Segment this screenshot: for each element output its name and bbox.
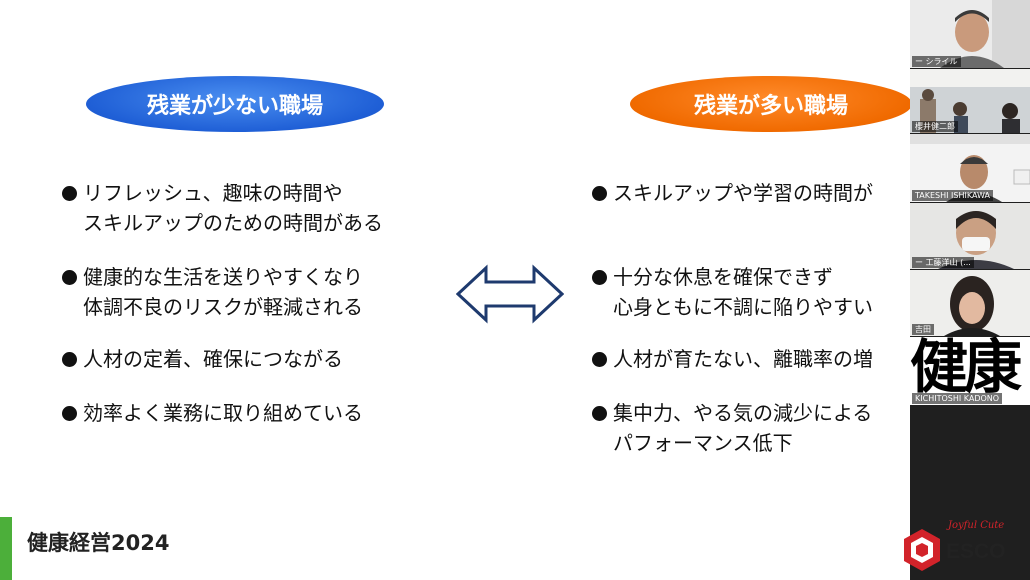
- bullet-dot-icon: [592, 270, 607, 285]
- participant-name: ー 工藤洋山 (...: [912, 257, 974, 268]
- presentation-slide: 残業が少ない職場 残業が多い職場 リフレッシュ、趣味の時間や スキルアップのため…: [0, 0, 912, 580]
- participant-tile[interactable]: TAKESHI ISHIKAWA: [910, 134, 1030, 202]
- high-overtime-header: 残業が多い職場: [630, 76, 912, 132]
- bullet-dot-icon: [592, 406, 607, 421]
- list-item: 集中力、やる気の減少による パフォーマンス低下: [592, 398, 872, 458]
- participant-tile[interactable]: ー 工藤洋山 (...: [910, 203, 1030, 269]
- participant-name: TAKESHI ISHIKAWA: [912, 190, 993, 201]
- list-item: スキルアップや学習の時間が: [592, 178, 873, 208]
- participant-name: KICHITOSHI KADONO: [912, 393, 1003, 404]
- svg-text:Joyful Cute: Joyful Cute: [946, 520, 1004, 531]
- participant-tile[interactable]: 櫻井健二郎: [910, 69, 1030, 133]
- footer-title: 健康経営2024: [27, 531, 170, 555]
- video-participants-strip: ー シライル 櫻井健二郎 TAKESHI ISHIKAWA: [910, 0, 1030, 410]
- participant-tile[interactable]: KICHITOSHI KADONO: [910, 337, 1030, 405]
- participant-tile[interactable]: 吉田: [910, 270, 1030, 336]
- cube-logo-icon: [904, 529, 940, 571]
- participant-name: 櫻井健二郎: [912, 121, 958, 132]
- footer-accent-bar: [0, 517, 12, 580]
- list-item: 人材の定着、確保につながる: [62, 344, 343, 374]
- list-item: 人材が育たない、離職率の増: [592, 344, 873, 374]
- list-item: 効率よく業務に取り組めている: [62, 398, 363, 428]
- bullet-dot-icon: [62, 186, 77, 201]
- bullet-dot-icon: [592, 186, 607, 201]
- bullet-dot-icon: [62, 270, 77, 285]
- esco-logo: Joyful Cute ESCO: [904, 520, 1006, 571]
- svg-text:ESCO: ESCO: [946, 540, 1006, 563]
- list-item: 健康的な生活を送りやすくなり 体調不良のリスクが軽減される: [62, 262, 363, 322]
- bullet-dot-icon: [62, 352, 77, 367]
- bullet-dot-icon: [592, 352, 607, 367]
- participant-name: 吉田: [912, 324, 934, 335]
- participant-tile[interactable]: ー シライル: [910, 0, 1030, 68]
- bullet-dot-icon: [62, 406, 77, 421]
- low-overtime-header: 残業が少ない職場: [86, 76, 384, 132]
- list-item: リフレッシュ、趣味の時間や スキルアップのための時間がある: [62, 178, 383, 238]
- list-item: 十分な休息を確保できず 心身ともに不調に陥りやすい: [592, 262, 873, 322]
- participant-name: ー シライル: [912, 56, 961, 67]
- health-kanji-overlay: 健康: [910, 333, 1022, 401]
- double-arrow-icon: [456, 264, 564, 324]
